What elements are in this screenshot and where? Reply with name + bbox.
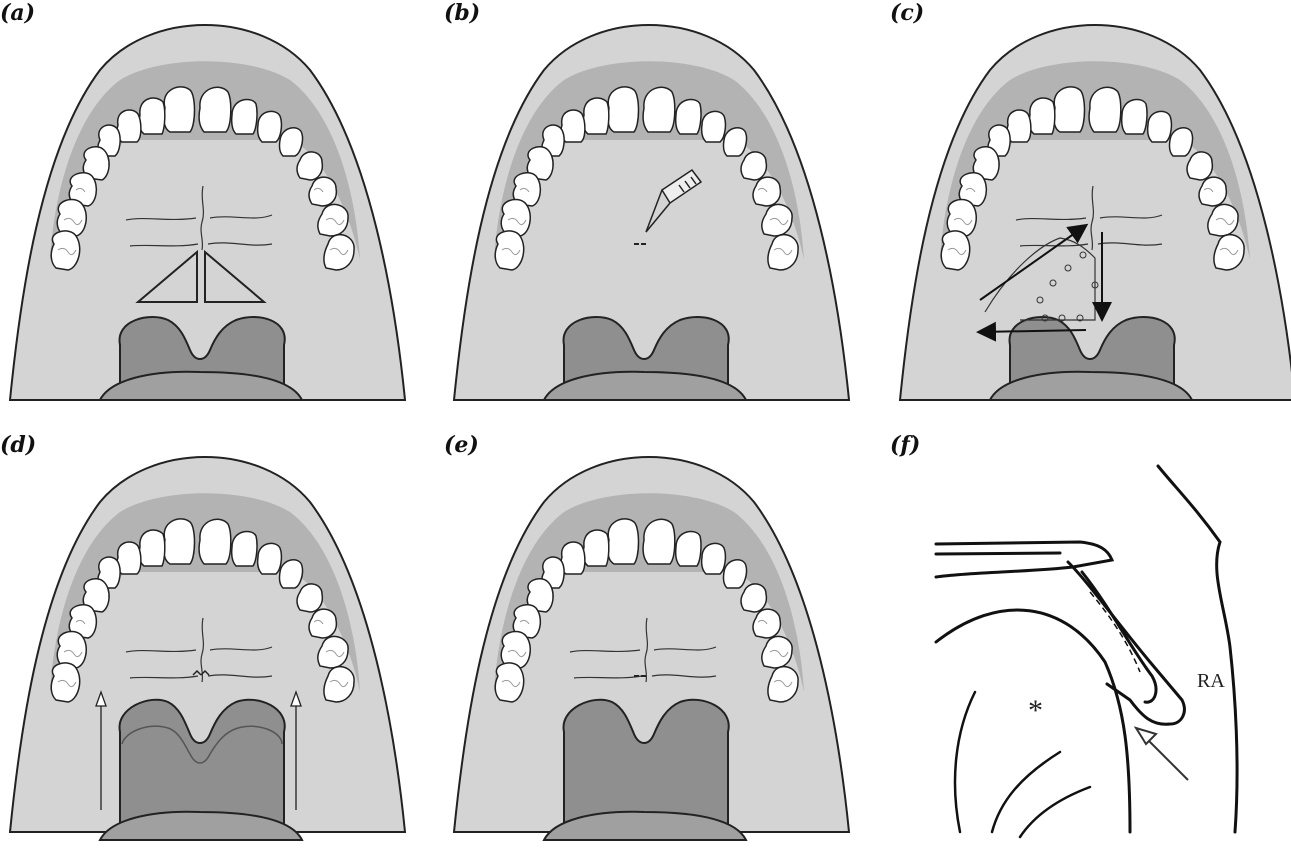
panel-f: (f) RA * bbox=[890, 432, 1290, 852]
panel-d: (d) bbox=[0, 432, 420, 852]
panel-c: (c) bbox=[890, 0, 1291, 420]
pointer-arrow-icon bbox=[1136, 728, 1188, 780]
palate-diagram-a bbox=[0, 0, 420, 420]
upper-band-mid bbox=[936, 553, 1060, 554]
flap-dash bbox=[1090, 592, 1140, 672]
palate-diagram-c bbox=[890, 0, 1291, 420]
panel-e: (e) bbox=[444, 432, 864, 852]
microscopy-diagram-f bbox=[890, 432, 1290, 842]
panel-b: (b) bbox=[444, 0, 864, 420]
panel-label-a: (a) bbox=[0, 0, 35, 26]
upper-band-top bbox=[936, 542, 1112, 577]
panel-label-e: (e) bbox=[444, 432, 479, 458]
palate-diagram-b bbox=[444, 0, 864, 420]
ra-label: RA bbox=[1197, 670, 1225, 693]
palate-diagram-e bbox=[444, 432, 864, 852]
right-wall bbox=[1158, 466, 1237, 832]
panel-label-c: (c) bbox=[890, 0, 924, 26]
curve-inner-2 bbox=[992, 752, 1060, 832]
palate-diagram-d bbox=[0, 432, 420, 852]
panel-label-f: (f) bbox=[890, 432, 920, 458]
panel-label-d: (d) bbox=[0, 432, 36, 458]
asterisk-mark: * bbox=[1028, 694, 1043, 728]
curve-inner-1 bbox=[955, 692, 975, 832]
panel-a: (a) bbox=[0, 0, 420, 420]
curve-inner-3 bbox=[1020, 787, 1090, 837]
panel-label-b: (b) bbox=[444, 0, 480, 26]
